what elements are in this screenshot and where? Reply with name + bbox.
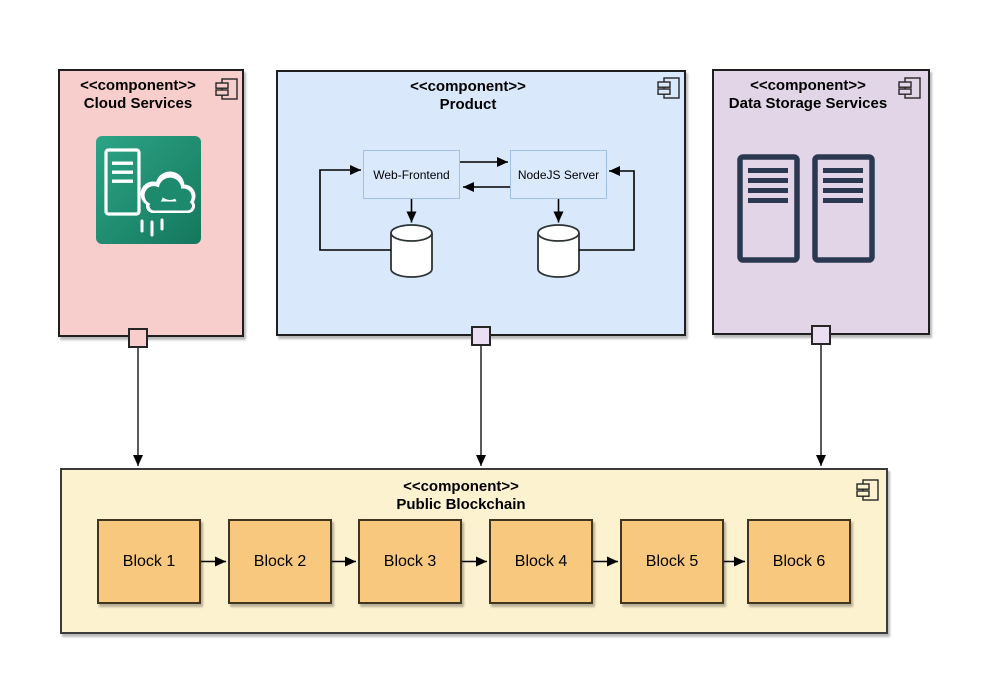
cloud-services-component: <<component>> Cloud Services: [58, 69, 244, 337]
nodejs-server-node: NodeJS Server: [510, 150, 607, 199]
block-6-label: Block 6: [772, 552, 826, 570]
product-title: <<component>> Product: [278, 72, 684, 114]
component-name: Product: [439, 96, 497, 113]
uml-component-icon: [657, 77, 680, 99]
uml-component-icon: [898, 77, 921, 99]
nodejs-server-label: NodeJS Server: [517, 167, 600, 182]
public-blockchain-title: <<component>> Public Blockchain: [62, 470, 886, 514]
component-name: Cloud Services: [83, 95, 193, 112]
database-cylinder-icon: [537, 224, 580, 278]
web-frontend-node: Web-Frontend: [363, 150, 460, 199]
component-name: Public Blockchain: [396, 496, 526, 513]
cloud-server-icon: [96, 136, 201, 244]
stereotype-label: <<component>>: [80, 77, 196, 94]
db-to-server-loop-arrow: [579, 166, 635, 251]
block-3: Block 3: [358, 519, 462, 604]
server-rack-icon: [812, 154, 875, 263]
data-storage-services-component: <<component>> Data Storage Services: [712, 69, 930, 335]
uml-component-icon: [856, 479, 879, 501]
block-1: Block 1: [97, 519, 201, 604]
port-square: [128, 328, 148, 348]
database-cylinder-icon: [390, 224, 433, 278]
stereotype-label: <<component>>: [403, 478, 519, 495]
rain-lines-icon: [140, 218, 164, 237]
block-1-label: Block 1: [122, 552, 176, 570]
uml-component-icon: [215, 78, 238, 100]
block-6: Block 6: [747, 519, 851, 604]
block-4-label: Block 4: [514, 552, 568, 570]
db-to-frontend-loop-arrow: [319, 165, 391, 251]
product-component: <<component>> Product: [276, 70, 686, 336]
port-connectors: [133, 345, 826, 466]
stereotype-label: <<component>>: [410, 78, 526, 95]
data-storage-services-title: <<component>> Data Storage Services: [714, 71, 928, 113]
component-name: Data Storage Services: [728, 95, 888, 112]
product-internal-arrows: [319, 157, 635, 251]
server-rack-icon: [737, 154, 800, 263]
block-4: Block 4: [489, 519, 593, 604]
port-square: [471, 326, 491, 346]
block-2: Block 2: [228, 519, 332, 604]
web-frontend-label: Web-Frontend: [373, 167, 450, 182]
block-5-label: Block 5: [645, 552, 699, 570]
block-5: Block 5: [620, 519, 724, 604]
stereotype-label: <<component>>: [750, 77, 866, 94]
block-3-label: Block 3: [383, 552, 437, 570]
port-square: [811, 325, 831, 345]
block-2-label: Block 2: [253, 552, 307, 570]
cloud-services-title: <<component>> Cloud Services: [60, 71, 242, 113]
